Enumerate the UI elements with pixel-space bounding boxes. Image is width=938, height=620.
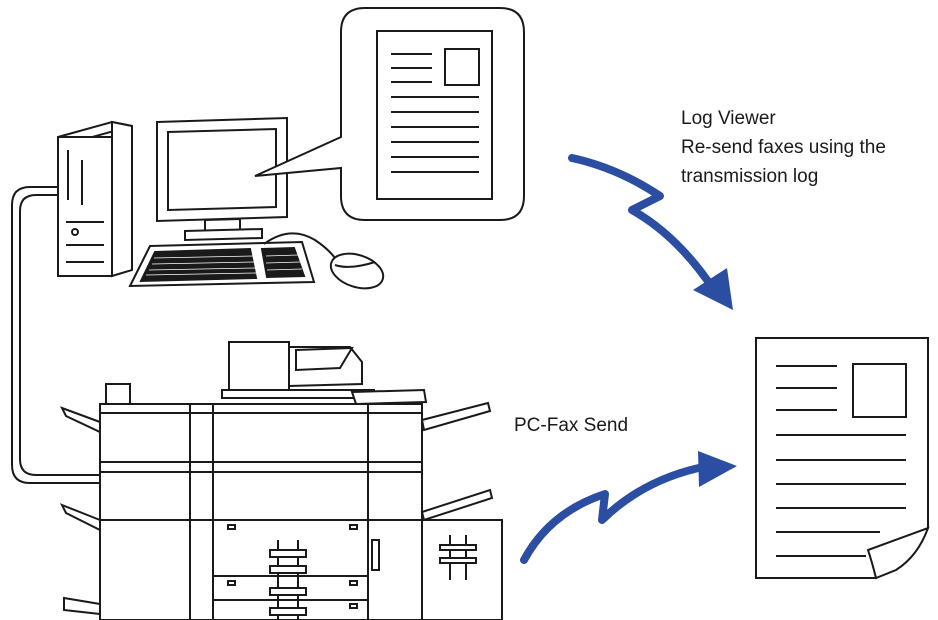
log-viewer-label: Log Viewer Re-send faxes using the trans… (681, 104, 886, 191)
bubble-document-icon (376, 30, 493, 200)
log-viewer-line2: Re-send faxes using the (681, 137, 886, 158)
monitor-icon (156, 116, 288, 242)
computer-tower-icon (57, 120, 133, 278)
document-icon (755, 337, 930, 580)
log-viewer-title: Log Viewer (681, 108, 776, 129)
mouse-icon (263, 232, 385, 290)
pcfax-send-label: PC-Fax Send (514, 415, 629, 436)
network-cable (11, 186, 110, 484)
arrow-icon (520, 154, 718, 564)
multifunction-printer-icon (59, 341, 503, 620)
log-viewer-line3: transmission log (681, 166, 819, 187)
arrowhead (693, 268, 737, 487)
keyboard-icon (128, 240, 316, 288)
